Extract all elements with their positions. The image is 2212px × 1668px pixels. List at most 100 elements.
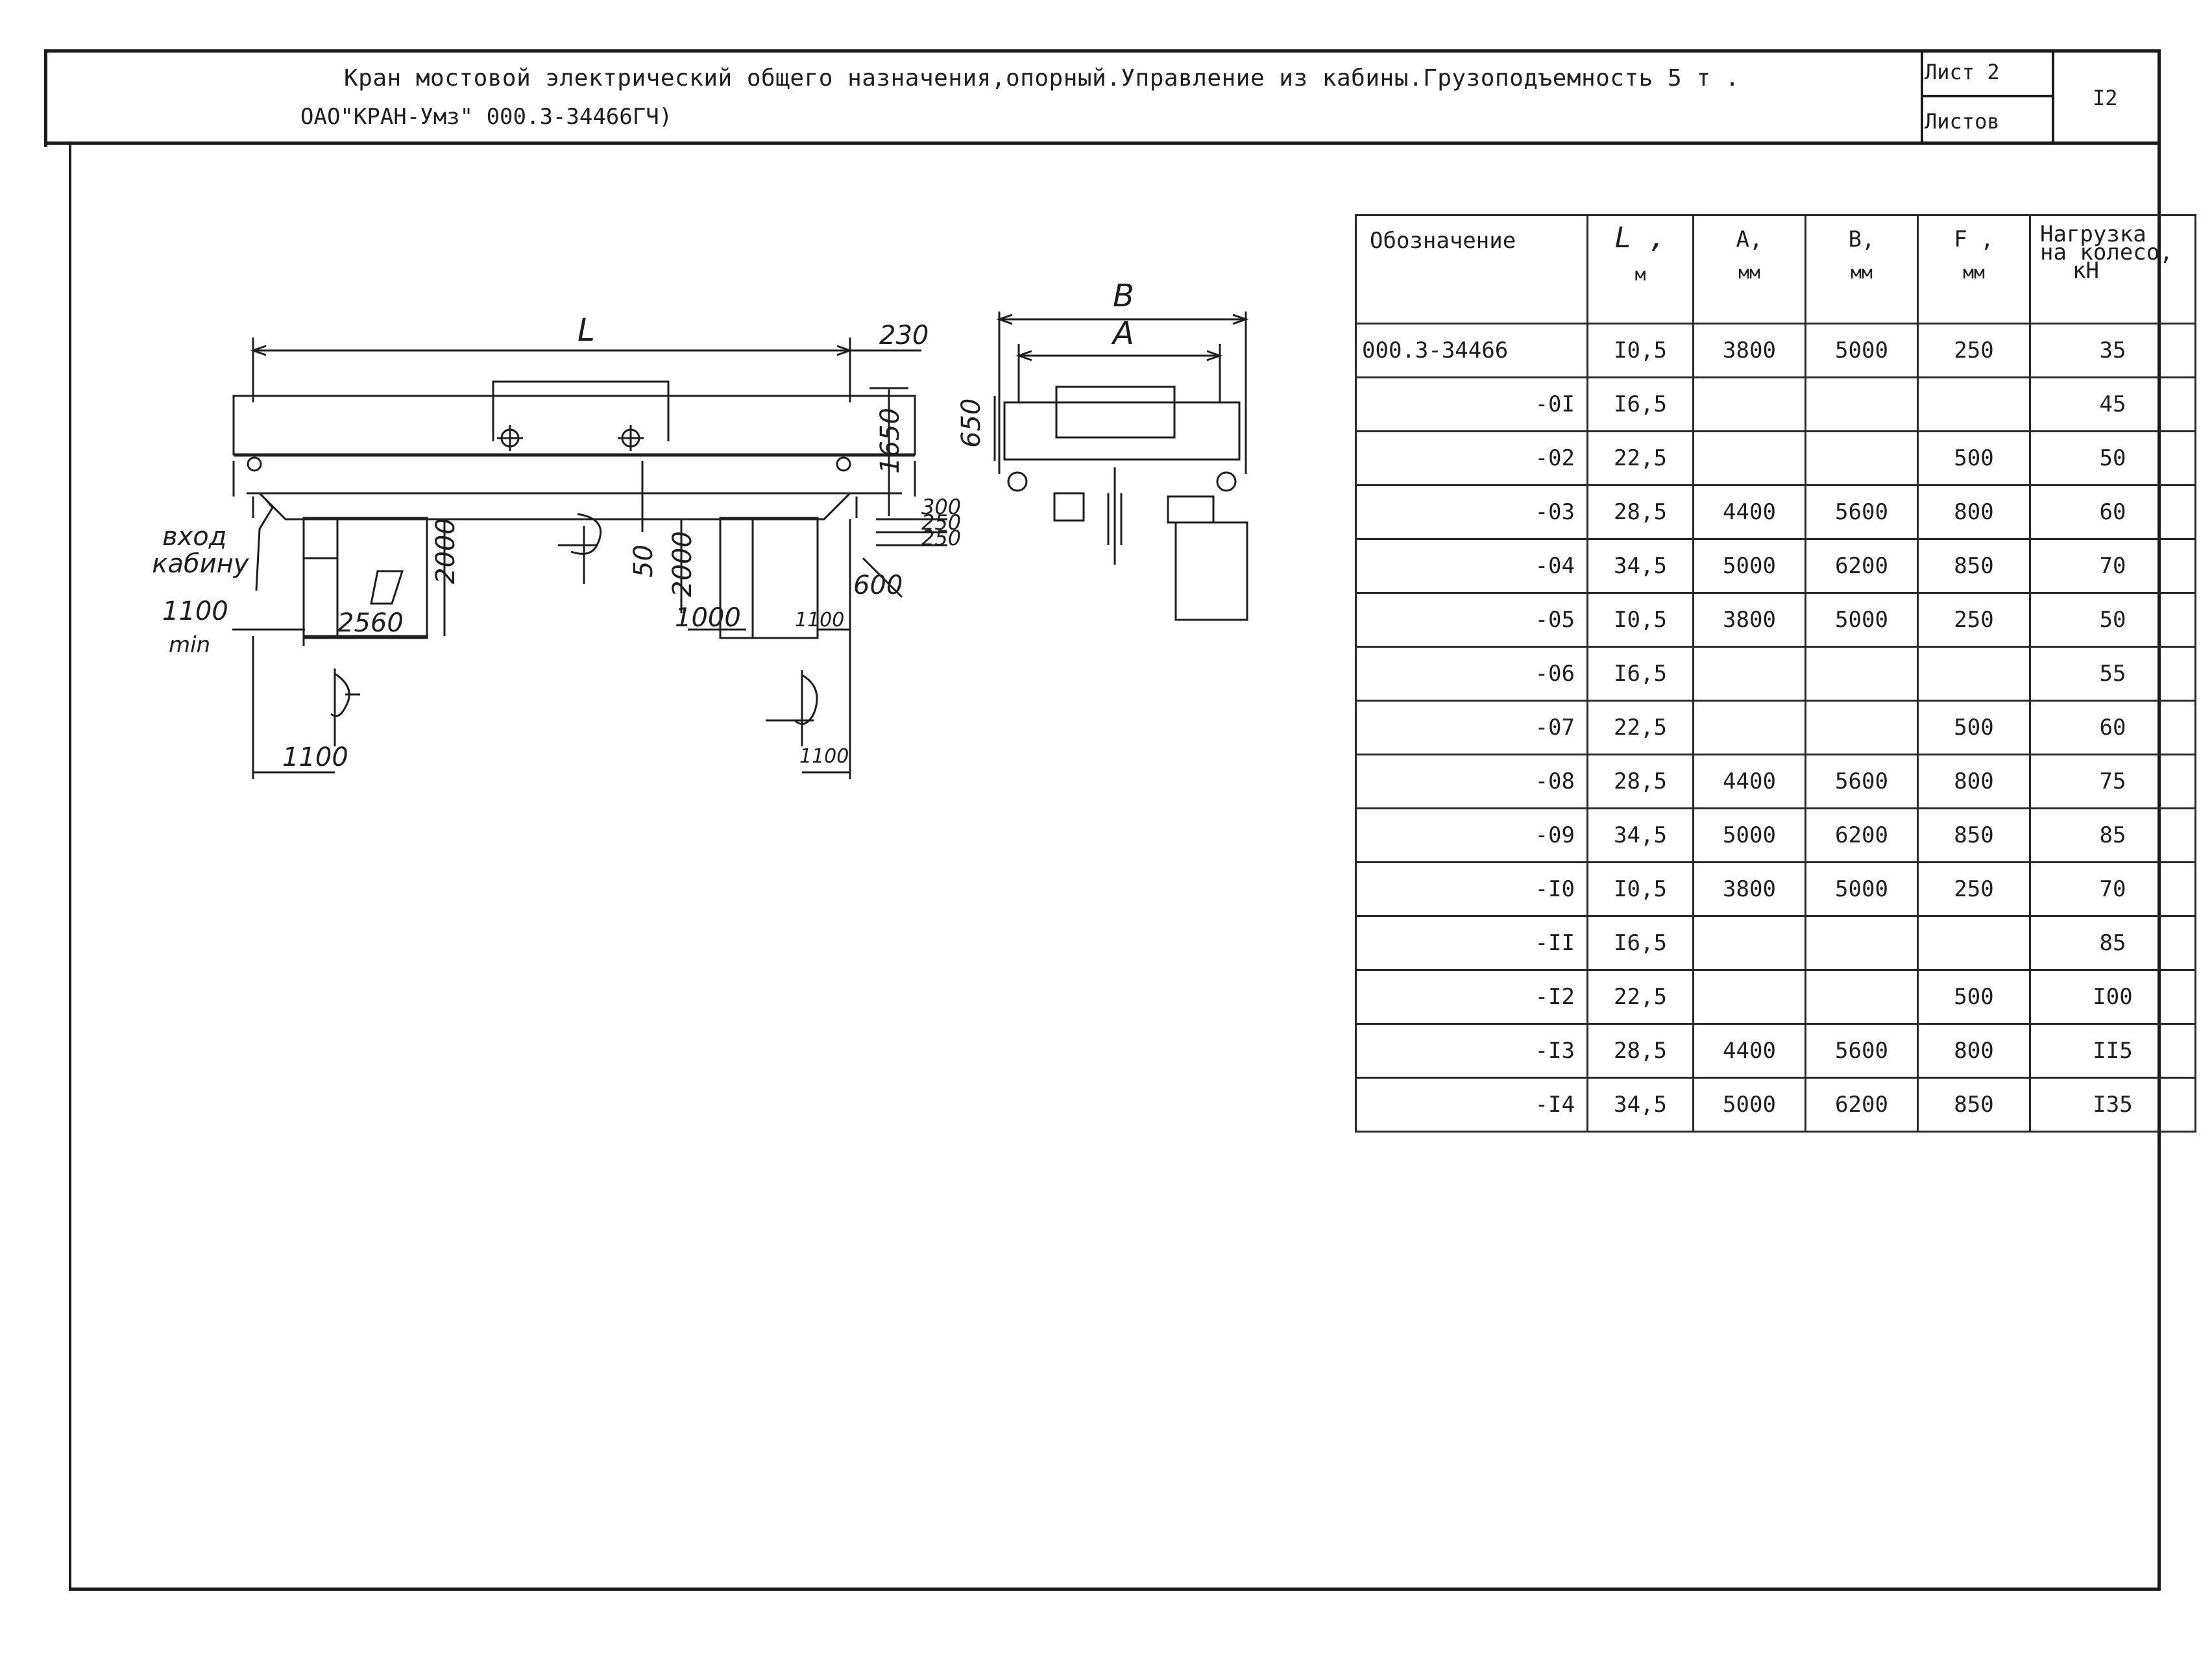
cell-code: -06 [1355,646,1588,702]
cell-L: I6,5 [1586,646,1694,702]
dim-650-label: 650 [956,399,986,448]
cell-A [1692,376,1806,432]
cell-A: 4400 [1692,484,1806,540]
dim-50-label: 50 [629,545,659,578]
cell-code: -I0 [1355,861,1588,917]
cell-A: 5000 [1692,1077,1806,1133]
cell-F: 800 [1917,1023,2031,1079]
cell-load: 85 [2029,915,2196,971]
cell-load: 50 [2029,592,2196,648]
cell-code: -08 [1355,754,1588,809]
cell-L: 28,5 [1586,484,1694,540]
cell-code: -I2 [1355,969,1588,1025]
cell-L: 34,5 [1586,538,1694,594]
cell-code: -0I [1355,376,1588,432]
cell-A: 3800 [1692,592,1806,648]
header-L: L ,м [1586,214,1694,325]
cell-F: 250 [1917,323,2031,378]
dim-1650-label: 1650 [875,408,905,474]
sheets-label: Листов [1925,109,2000,134]
cell-B: 5600 [1805,484,1919,540]
cell-L: I0,5 [1586,323,1694,378]
cell-load: 50 [2029,430,2196,486]
dim-2000b-label: 2000 [668,531,698,597]
cell-code: 000.3-34466 [1355,323,1588,378]
cell-B: 6200 [1805,807,1919,863]
entry-label-1: вход [162,522,226,552]
dim-1100a-label: 1100 [795,609,844,632]
cell-code: -I4 [1355,1077,1588,1133]
dim-2000a-label: 2000 [431,518,461,584]
cell-code: -I3 [1355,1023,1588,1079]
dim-2560-label: 2560 [337,608,404,638]
dim-B-label: B [1113,278,1134,314]
entry-label-2: в кабину [143,549,250,579]
cell-F: 500 [1917,430,2031,486]
cell-L: I0,5 [1586,861,1694,917]
dim-L-label: L [577,312,595,349]
cell-F [1917,646,2031,702]
cell-L: 34,5 [1586,1077,1694,1133]
cell-B [1805,700,1919,755]
dim-1000-label: 1000 [675,603,741,633]
header-F: F ,мм [1917,214,2031,325]
cell-A [1692,969,1806,1025]
cell-A: 4400 [1692,754,1806,809]
cell-A: 4400 [1692,1023,1806,1079]
cell-B: 6200 [1805,1077,1919,1133]
frame-bottom [69,1588,2161,1591]
cell-F [1917,915,2031,971]
cell-F: 800 [1917,484,2031,540]
cell-load: II5 [2029,1023,2196,1079]
cell-load: 35 [2029,323,2196,378]
cell-A: 3800 [1692,323,1806,378]
cell-code: -04 [1355,538,1588,594]
dim-230-label: 230 [879,321,929,350]
frame-left [44,49,47,147]
cell-F: 850 [1917,538,2031,594]
crane-drawing: L 230 1650 2000 50 2000 300 250 250 600 … [143,278,1249,779]
cell-L: 22,5 [1586,969,1694,1025]
cell-L: 22,5 [1586,430,1694,486]
cell-code: -07 [1355,700,1588,755]
cell-B: 5000 [1805,323,1919,378]
spec-table: Обозначение L ,м А,мм В,мм F ,мм Нагрузк… [1355,214,2196,1133]
cell-L: 34,5 [1586,807,1694,863]
dim-1100c-label: 1100 [282,742,348,772]
document-title: Кран мостовой электрический общего назна… [344,65,1740,92]
cell-code: -05 [1355,592,1588,648]
cell-A [1692,700,1806,755]
cell-A [1692,646,1806,702]
frame-left-body [69,141,71,1590]
dim-600-label: 600 [853,570,903,600]
cell-F: 800 [1917,754,2031,809]
dim-min-label: min [169,632,210,658]
table-header-row: Обозначение L ,м А,мм В,мм F ,мм Нагрузк… [1355,214,2196,325]
cell-F: 250 [1917,592,2031,648]
cell-B [1805,969,1919,1025]
cell-L: 28,5 [1586,1023,1694,1079]
cell-F: 850 [1917,807,2031,863]
cell-B [1805,376,1919,432]
cell-A: 5000 [1692,538,1806,594]
dim-250a-label: 250 [921,510,961,535]
dim-A-label: A [1111,315,1134,352]
cell-B: 5000 [1805,592,1919,648]
stamp-hline [1921,95,2053,97]
cell-F [1917,376,2031,432]
cell-code: -03 [1355,484,1588,540]
cell-L: 22,5 [1586,700,1694,755]
stamp-divider-2 [2052,49,2054,144]
